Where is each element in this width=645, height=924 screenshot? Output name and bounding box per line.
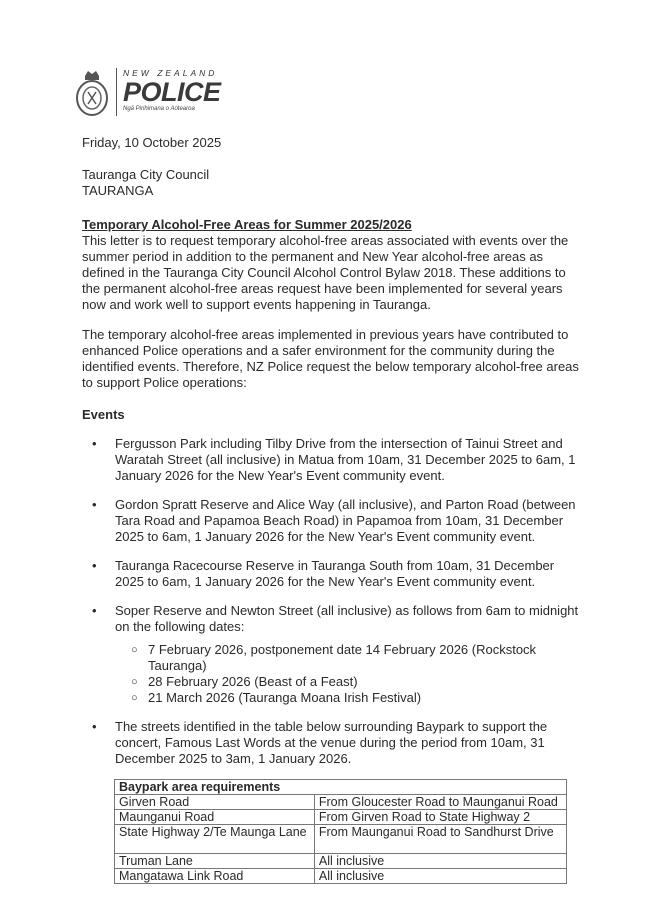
date-item: ○ 7 February 2026, postponement date 14 F… xyxy=(131,642,585,674)
date-item: ○ 21 March 2026 (Tauranga Moana Irish Fes… xyxy=(131,690,585,706)
bullet-icon: • xyxy=(92,436,97,451)
road-cell: Truman Lane xyxy=(114,853,315,869)
soper-dates-list: ○ 7 February 2026, postponement date 14 F… xyxy=(131,642,585,706)
event-text: Gordon Spratt Reserve and Alice Way (all… xyxy=(115,497,576,544)
extent-cell: All inclusive xyxy=(313,853,568,869)
circle-bullet-icon: ○ xyxy=(131,644,138,656)
event-item: • The streets identified in the table bel… xyxy=(92,719,585,767)
road-cell: Mangatawa Link Road xyxy=(114,868,315,884)
logo-line-2: POLICE xyxy=(123,77,221,107)
paragraph-2: The temporary alcohol-free areas impleme… xyxy=(82,327,579,390)
bullet-icon: • xyxy=(92,558,97,573)
road-cell: Maunganui Road xyxy=(114,809,315,825)
circle-bullet-icon: ○ xyxy=(131,692,138,704)
logo-line-1: NEW ZEALAND xyxy=(123,68,218,78)
paragraph-1: This letter is to request temporary alco… xyxy=(82,233,569,312)
recipient-city: TAURANGA xyxy=(82,183,154,198)
bullet-icon: • xyxy=(92,719,97,734)
bullet-icon: • xyxy=(92,603,97,618)
nz-police-logo: NEW ZEALAND POLICE Ngā Pirihimana o Aote… xyxy=(76,68,232,120)
date-item: ○ 28 February 2026 (Beast of a Feast) xyxy=(131,674,585,690)
event-text: Soper Reserve and Newton Street (all inc… xyxy=(115,603,579,634)
logo-line-3: Ngā Pirihimana o Aotearoa xyxy=(123,106,195,112)
bullet-icon: • xyxy=(92,497,97,512)
extent-cell: From Girven Road to State Highway 2 xyxy=(313,809,568,825)
logo-wordmark: NEW ZEALAND POLICE Ngā Pirihimana o Aote… xyxy=(116,68,221,116)
police-crest-icon xyxy=(76,71,108,116)
extent-cell: From Maunganui Road to Sandhurst Drive xyxy=(313,824,568,854)
circle-bullet-icon: ○ xyxy=(131,676,138,688)
letter-date: Friday, 10 October 2025 xyxy=(82,135,222,150)
letter-subject: Temporary Alcohol-Free Areas for Summer … xyxy=(82,217,412,232)
table-header: Baypark area requirements xyxy=(114,779,567,795)
extent-cell: All inclusive xyxy=(313,868,568,884)
event-text: The streets identified in the table belo… xyxy=(115,719,548,766)
events-heading: Events xyxy=(82,407,125,422)
road-cell: State Highway 2/Te Maunga Lane xyxy=(114,824,315,854)
event-item: • Soper Reserve and Newton Street (all in… xyxy=(92,603,585,706)
extent-cell: From Gloucester Road to Maunganui Road xyxy=(313,794,568,810)
date-text: 28 February 2026 (Beast of a Feast) xyxy=(148,674,358,689)
road-cell: Girven Road xyxy=(114,794,315,810)
table-header-row: Baypark area requirements xyxy=(114,779,567,795)
event-text: Fergusson Park including Tilby Drive fro… xyxy=(115,436,576,483)
event-text: Tauranga Racecourse Reserve in Tauranga … xyxy=(115,558,555,589)
event-item: • Tauranga Racecourse Reserve in Tauranga… xyxy=(92,558,585,590)
date-text: 21 March 2026 (Tauranga Moana Irish Fest… xyxy=(148,690,422,705)
date-text: 7 February 2026, postponement date 14 Fe… xyxy=(148,642,537,673)
event-item: • Fergusson Park including Tilby Drive fr… xyxy=(92,436,585,484)
recipient-name: Tauranga City Council xyxy=(82,167,210,182)
event-item: • Gordon Spratt Reserve and Alice Way (al… xyxy=(92,497,585,545)
